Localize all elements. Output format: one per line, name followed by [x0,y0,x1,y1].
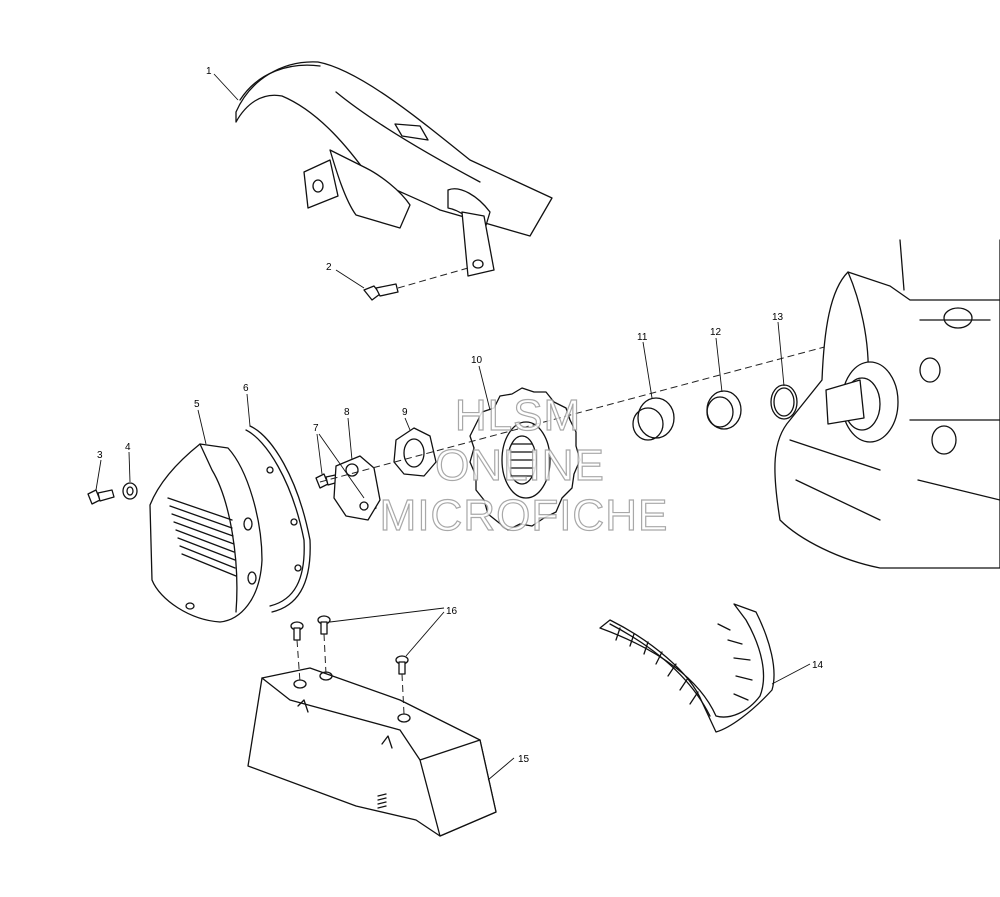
part-lock-nut [393,427,437,477]
callout-7: 7 [313,423,319,434]
part-drive-belt [599,603,775,733]
watermark-line-3: MICROFICHE [380,491,669,540]
callout-16: 16 [446,606,458,617]
watermark-line-1: HLSM [455,391,581,440]
part-engine-housing [774,239,1000,569]
part-screw-3 [87,489,115,505]
part-gasket [245,425,311,613]
part-spacer-11 [632,397,675,441]
callout-numbers: 1 2 3 4 5 6 7 8 9 10 11 12 13 14 15 16 [97,66,824,765]
part-sleeve-12 [706,390,742,430]
part-o-ring-13 [770,384,798,420]
part-bolt-2 [363,267,469,301]
callout-11: 11 [637,332,648,343]
callout-3: 3 [97,450,103,461]
part-lower-belt-guard [247,667,497,837]
callout-9: 9 [402,407,408,418]
part-sprocket-cover [149,443,263,623]
guard-vent-slots [377,793,387,809]
callout-8: 8 [344,407,350,418]
callout-1: 1 [206,66,212,77]
belt-teeth [615,623,753,705]
watermark: HLSM ONLINE MICROFICHE [379,390,669,540]
cover-fins [167,497,237,577]
part-upper-belt-guard [235,61,553,277]
watermark-line-2: ONLINE [435,441,605,490]
part-drive-sprocket [469,387,581,531]
callout-6: 6 [243,383,249,394]
callout-15: 15 [518,754,530,765]
callout-10: 10 [471,355,483,366]
callout-14: 14 [812,660,824,671]
callout-12: 12 [710,327,722,338]
callout-5: 5 [194,399,200,410]
callout-4: 4 [125,442,131,453]
sprocket-splines [509,443,535,477]
callout-13: 13 [772,312,784,323]
part-screws-16 [290,615,409,715]
leader-lines [95,73,811,781]
callout-2: 2 [326,262,332,273]
part-washer-4 [122,482,138,500]
